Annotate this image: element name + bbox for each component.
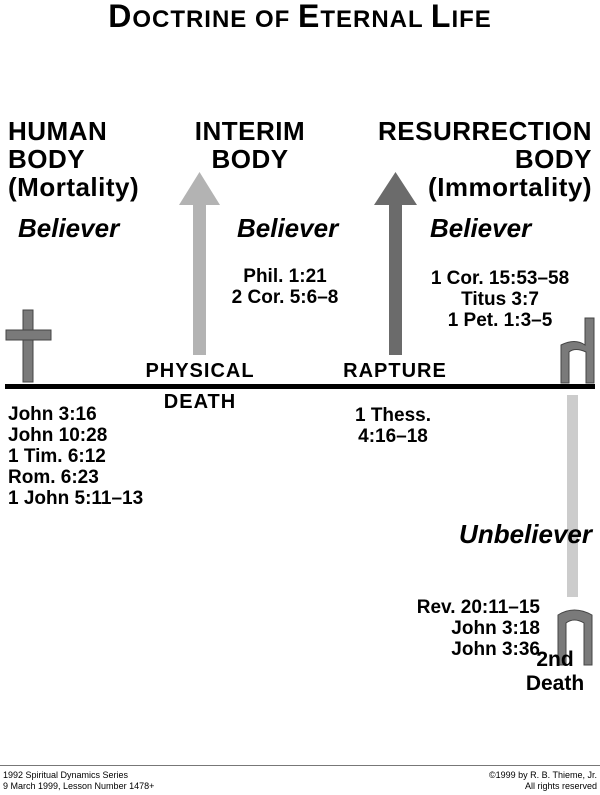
death-label: DEATH	[163, 391, 237, 413]
grave-icon	[560, 317, 595, 384]
rapture-refs: 1 Thess.4:16–18	[354, 405, 432, 447]
believer-label-resurrection: Believer	[430, 213, 532, 243]
dark-arrow-icon	[374, 172, 417, 355]
rapture-label: RAPTURE	[343, 360, 447, 382]
unbeliever-line	[567, 395, 578, 597]
believer-label-interim: Believer	[237, 213, 339, 243]
footer-right: ©1999 by R. B. Thieme, Jr.All rights res…	[488, 770, 597, 791]
second-grave-icon	[557, 609, 593, 666]
page-title: DOCTRINE OF ETERNAL LIFE	[108, 0, 492, 34]
believer-label-human: Believer	[18, 213, 120, 243]
physical-label: PHYSICAL	[145, 360, 255, 382]
timeline	[5, 384, 595, 389]
cross-icon	[5, 309, 52, 383]
unbeliever-label: Unbeliever	[459, 519, 592, 549]
light-arrow-icon	[179, 172, 220, 355]
footer-rule	[0, 765, 600, 766]
